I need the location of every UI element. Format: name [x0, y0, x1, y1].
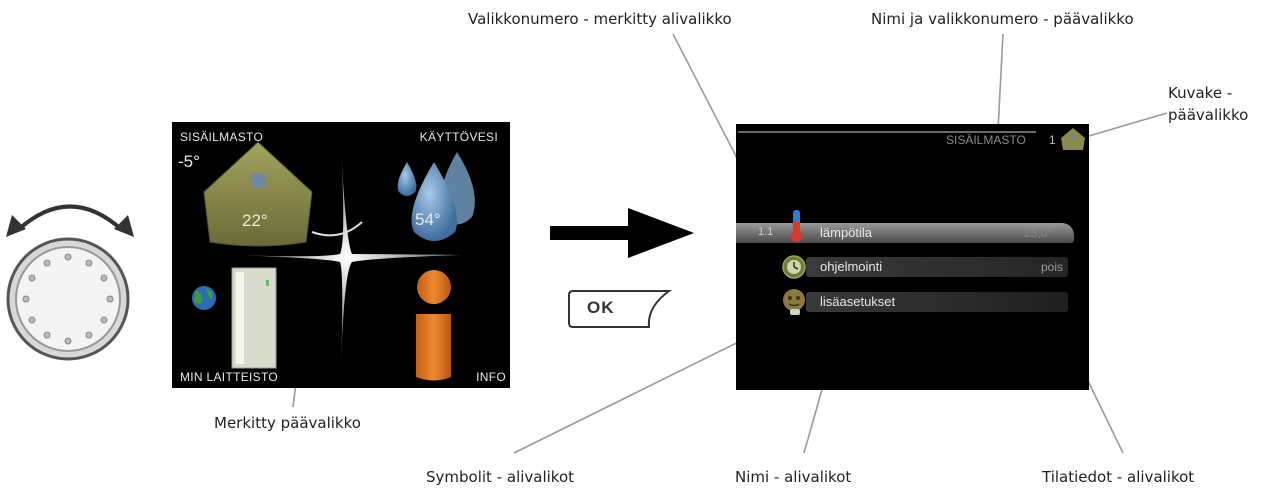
quadrant-label-info: INFO — [476, 370, 506, 384]
submenu-item-status: pois — [1041, 260, 1064, 274]
submenu-item-scheduling[interactable]: ohjelmointi pois — [736, 255, 1089, 279]
submenu-item-advanced-settings[interactable]: lisäasetukset — [736, 289, 1089, 315]
settings-face-icon — [783, 289, 805, 315]
submenu-item-label: lisäasetukset — [820, 294, 896, 309]
clock-icon — [782, 255, 806, 279]
submenu-item-label: lämpötila — [820, 225, 873, 240]
hot-water-temperature: 54° — [415, 210, 441, 229]
callout-submenu-name: Nimi - alivalikot — [735, 468, 852, 486]
selection-bar — [736, 223, 1074, 243]
submenu-item-status: 25,0° — [1024, 226, 1053, 240]
right-arrow-icon — [550, 208, 694, 258]
submenu-header-title: SISÄILMASTO — [946, 133, 1026, 147]
thermometer-icon — [790, 210, 803, 242]
callout-submenu-status: Tilatiedot - alivalikot — [1042, 468, 1195, 486]
callout-main-menu-name-number: Nimi ja valikkonumero - päävalikko — [871, 10, 1134, 28]
selection-star-icon — [232, 147, 462, 367]
quadrant-label-indoor-climate: SISÄILMASTO — [180, 130, 264, 144]
heat-pump-icon — [231, 267, 277, 369]
submenu-item-label: ohjelmointi — [820, 259, 883, 274]
ok-button-shape — [568, 290, 673, 328]
rotate-arrow-icon — [6, 204, 134, 237]
quadrant-label-hot-water: KÄYTTÖVESI — [419, 130, 498, 144]
line-main-menu-name — [997, 33, 1004, 131]
control-knob[interactable] — [0, 185, 140, 370]
ok-button-label: OK — [587, 298, 615, 317]
submenu-header-number: 1 — [1049, 133, 1056, 147]
submenu-screen: SISÄILMASTO 1 1.1 lämpötila 25,0° ohjelm… — [736, 124, 1089, 390]
submenu-item-temperature[interactable]: 1.1 lämpötila 25,0° — [736, 210, 1089, 244]
header-divider — [738, 131, 1036, 133]
ok-button[interactable]: OK — [567, 287, 673, 333]
water-drops-icon — [397, 152, 475, 241]
row-bar — [806, 257, 1068, 277]
main-menu-house-icon — [1061, 128, 1085, 150]
outdoor-temperature: -5° — [178, 152, 200, 171]
submenu-item-number: 1.1 — [758, 226, 774, 238]
main-menu-screen: SISÄILMASTO KÄYTTÖVESI MIN LAITTEISTO IN… — [172, 122, 510, 388]
callout-selected-main-menu: Merkitty päävalikko — [214, 414, 361, 432]
info-icon — [416, 270, 451, 381]
indoor-temperature: 22° — [242, 211, 268, 230]
callout-submenu-symbols: Symbolit - alivalikot — [426, 468, 575, 486]
globe-icon — [192, 286, 216, 310]
row-bar — [806, 292, 1068, 312]
house-icon — [203, 141, 313, 247]
quadrant-label-my-system: MIN LAITTEISTO — [180, 370, 278, 384]
line-icon — [1081, 112, 1168, 139]
callout-selected-submenu-number: Valikkonumero - merkitty alivalikko — [468, 10, 732, 28]
callout-icon-main-menu: Kuvake - päävalikko — [1168, 84, 1249, 124]
main-menu-graphics — [192, 141, 475, 381]
